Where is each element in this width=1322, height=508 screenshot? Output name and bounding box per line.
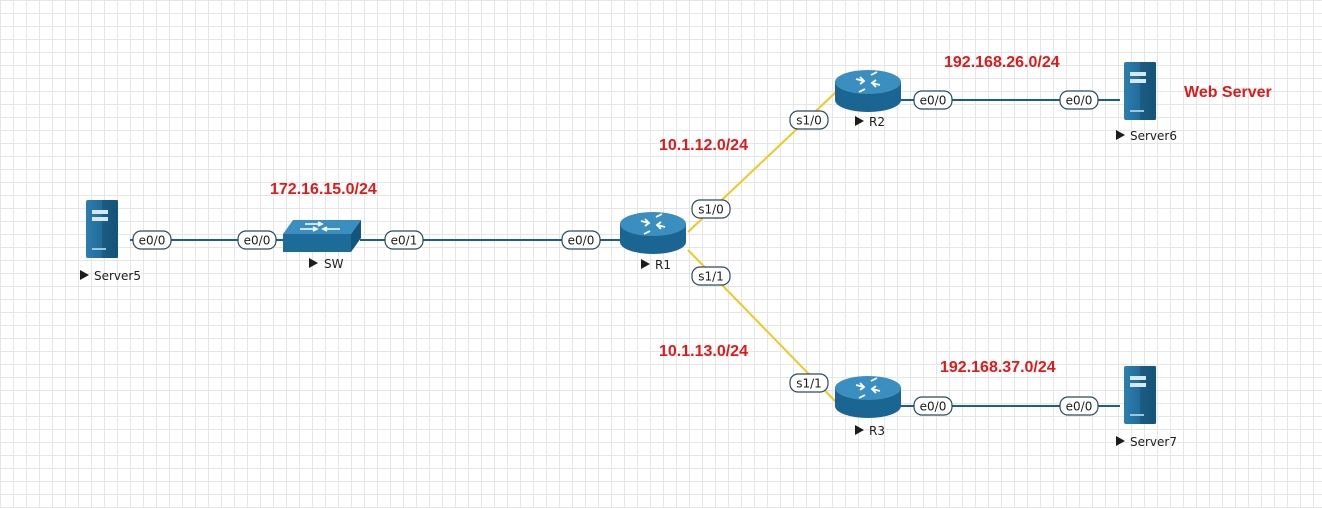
port-label-server7-e0-0[interactable]: e0/0 (1059, 396, 1099, 416)
node-label-server7: Server7 (1130, 435, 1177, 449)
play-icon (641, 259, 650, 269)
port-text: e0/0 (244, 234, 271, 248)
server-icon (86, 200, 118, 258)
port-label-server5-e0-0[interactable]: e0/0 (132, 230, 172, 250)
switch-icon (283, 220, 361, 252)
port-label-r1-s1-1[interactable]: s1/1 (691, 266, 731, 286)
server-icon (1124, 366, 1156, 424)
node-server7[interactable]: Server7 (1116, 366, 1177, 449)
play-icon (855, 116, 864, 126)
port-label-r2-e0-0[interactable]: e0/0 (913, 90, 953, 110)
network-label-192-168-26-0: 192.168.26.0/24 (944, 54, 1060, 71)
port-text: s1/1 (698, 270, 724, 284)
node-label-r2: R2 (869, 115, 885, 129)
port-text: e0/0 (568, 234, 595, 248)
router-icon (835, 376, 901, 418)
node-server6[interactable]: Server6 (1116, 62, 1177, 143)
node-label-sw: SW (324, 257, 344, 271)
router-icon (620, 212, 686, 254)
network-label-192-168-37-0: 192.168.37.0/24 (940, 359, 1056, 376)
port-text: s1/0 (796, 114, 822, 128)
node-label-r3: R3 (869, 424, 885, 438)
port-label-r1-s1-0[interactable]: s1/0 (691, 199, 731, 219)
port-label-r2-s1-0[interactable]: s1/0 (789, 110, 829, 130)
node-r1[interactable]: R1 (620, 212, 686, 272)
node-r2[interactable]: R2 (835, 70, 901, 129)
play-icon (855, 425, 864, 435)
port-text: s1/0 (698, 203, 724, 217)
port-label-server6-e0-0[interactable]: e0/0 (1059, 90, 1099, 110)
port-label-sw-e0-1[interactable]: e0/1 (384, 230, 424, 250)
port-text: e0/0 (920, 400, 947, 414)
node-label-r1: R1 (655, 258, 671, 272)
node-label-server5: Server5 (94, 269, 141, 283)
play-icon (309, 258, 318, 268)
port-text: s1/1 (796, 377, 822, 391)
node-label-server6: Server6 (1130, 129, 1177, 143)
port-text: e0/0 (1066, 94, 1093, 108)
port-label-r3-s1-1[interactable]: s1/1 (789, 373, 829, 393)
port-label-r1-e0-0[interactable]: e0/0 (561, 230, 601, 250)
server-icon (1124, 62, 1156, 120)
port-label-sw-e0-0[interactable]: e0/0 (237, 230, 277, 250)
play-icon (1116, 436, 1125, 446)
node-server5[interactable]: Server5 (80, 200, 141, 283)
port-text: e0/0 (139, 234, 166, 248)
network-label-10-1-13-0: 10.1.13.0/24 (659, 343, 748, 360)
port-label-r3-e0-0[interactable]: e0/0 (913, 396, 953, 416)
port-text: e0/1 (391, 234, 418, 248)
web-server-annotation: Web Server (1184, 84, 1272, 101)
port-text: e0/0 (920, 94, 947, 108)
network-label-10-1-12-0: 10.1.12.0/24 (659, 137, 748, 154)
play-icon (80, 270, 89, 280)
node-r3[interactable]: R3 (835, 376, 901, 438)
router-icon (835, 70, 901, 112)
network-label-172-16-15-0: 172.16.15.0/24 (270, 181, 377, 198)
node-sw[interactable]: SW (283, 220, 361, 271)
play-icon (1116, 130, 1125, 140)
port-text: e0/0 (1066, 400, 1093, 414)
